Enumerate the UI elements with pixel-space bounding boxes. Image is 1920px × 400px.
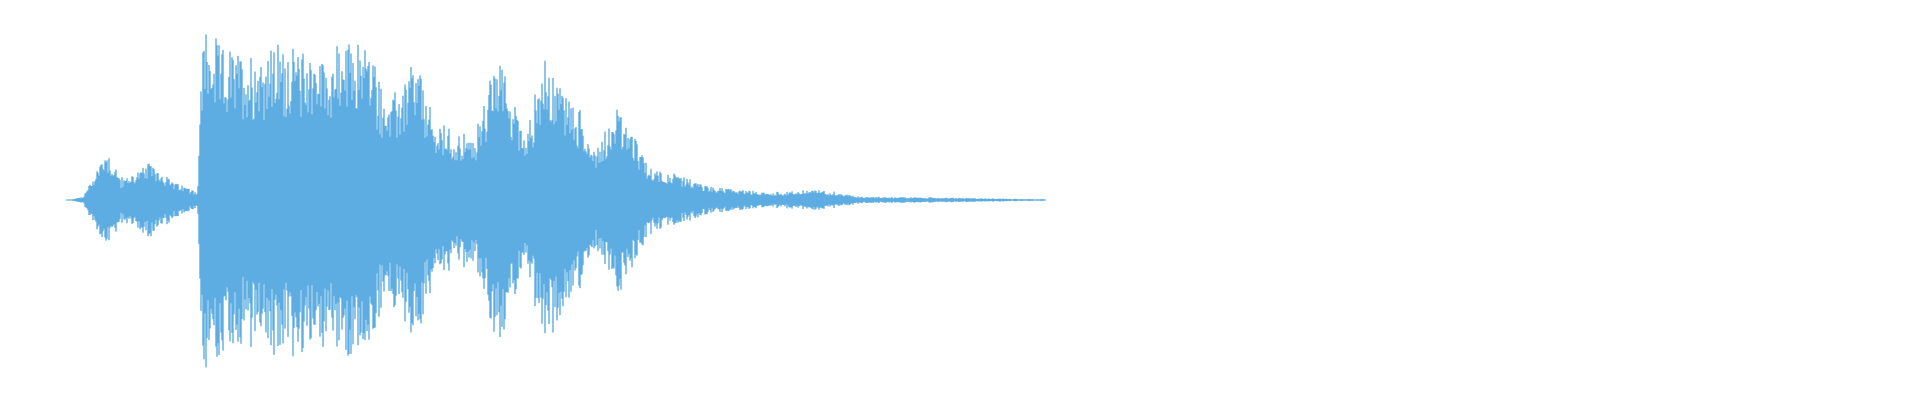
waveform-bars xyxy=(66,34,1046,368)
